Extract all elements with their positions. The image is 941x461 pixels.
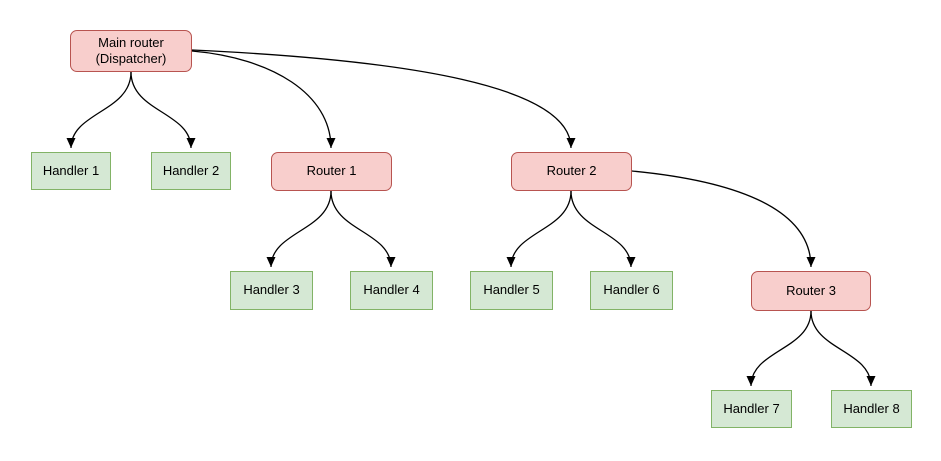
edge-main-to-router-1: [191, 50, 336, 149]
edge-router-2-to-handler-6: [570, 190, 636, 268]
node-handler-8-label: Handler 8: [843, 400, 900, 416]
edge-router-2-to-handler-5: [506, 190, 572, 268]
node-main-router[interactable]: Main router (Dispatcher): [70, 30, 192, 72]
node-handler-6[interactable]: Handler 6: [590, 271, 673, 310]
node-main-router-label: Main router (Dispatcher): [96, 35, 167, 68]
edge-main-to-router-2: [191, 49, 576, 149]
edge-router-3-to-handler-8: [810, 310, 876, 387]
node-handler-7-label: Handler 7: [723, 400, 780, 416]
node-router-3[interactable]: Router 3: [751, 271, 871, 311]
node-handler-5[interactable]: Handler 5: [470, 271, 553, 310]
edge-router-1-to-handler-3: [266, 190, 332, 268]
node-main-router-label-line2: (Dispatcher): [95, 51, 167, 66]
node-handler-8[interactable]: Handler 8: [831, 390, 912, 428]
node-router-2[interactable]: Router 2: [511, 152, 632, 191]
node-router-3-label: Router 3: [786, 282, 836, 298]
node-router-1-label: Router 1: [306, 163, 357, 179]
node-handler-1[interactable]: Handler 1: [31, 152, 111, 190]
node-handler-6-label: Handler 6: [603, 282, 660, 298]
node-handler-5-label: Handler 5: [483, 282, 540, 298]
node-handler-7[interactable]: Handler 7: [711, 390, 792, 428]
node-handler-3-label: Handler 3: [243, 282, 300, 298]
node-router-2-label: Router 2: [546, 163, 597, 179]
edge-router-3-to-handler-7: [746, 310, 812, 387]
node-handler-4[interactable]: Handler 4: [350, 271, 433, 310]
node-handler-1-label: Handler 1: [42, 162, 100, 178]
edge-router-2-to-router-3: [631, 170, 816, 268]
node-handler-3[interactable]: Handler 3: [230, 271, 313, 310]
edge-main-to-handler-2: [130, 71, 196, 149]
node-handler-2[interactable]: Handler 2: [151, 152, 231, 190]
edge-router-1-to-handler-4: [330, 190, 396, 268]
edge-main-to-handler-1: [66, 71, 132, 149]
node-handler-4-label: Handler 4: [363, 282, 420, 298]
node-main-router-label-line1: Main router: [98, 34, 164, 50]
node-handler-2-label: Handler 2: [162, 162, 220, 178]
node-router-1[interactable]: Router 1: [271, 152, 392, 191]
